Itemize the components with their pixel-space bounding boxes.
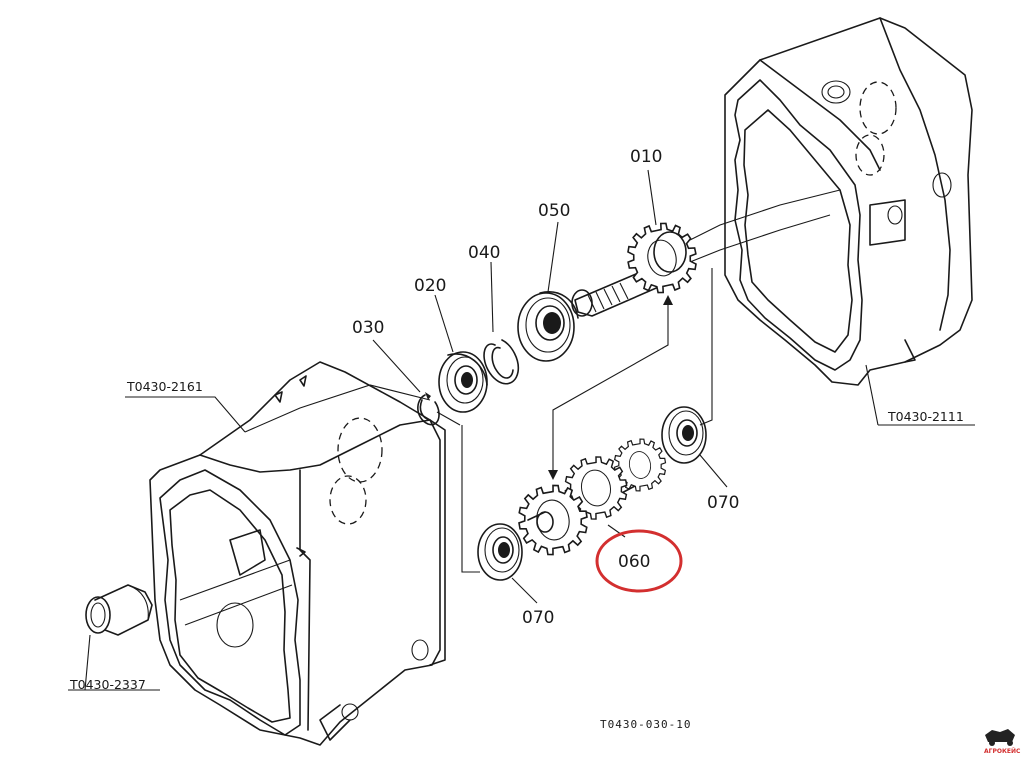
label-060: 060 xyxy=(618,552,650,572)
sleeve-part xyxy=(85,584,153,636)
bearing-050 xyxy=(517,291,579,362)
assembly-guide-lines xyxy=(436,268,713,573)
left-housing xyxy=(149,361,446,746)
label-050: 050 xyxy=(538,201,570,221)
label-040: 040 xyxy=(468,243,500,263)
bearing-070-right xyxy=(661,406,707,464)
label-070-right: 070 xyxy=(707,493,739,513)
bearing-020 xyxy=(438,351,488,413)
label-020: 020 xyxy=(414,276,446,296)
ref-left-housing: T0430-2161 xyxy=(126,379,203,394)
main-shaft-010 xyxy=(571,216,704,317)
watermark-logo: АГРОКЕЙС xyxy=(984,729,1021,755)
drawing-code: T0430-030-10 xyxy=(600,718,691,731)
label-070-bottom: 070 xyxy=(522,608,554,628)
snap-ring-040 xyxy=(483,339,520,385)
right-housing xyxy=(689,17,973,386)
leader-lines xyxy=(68,169,975,691)
circlip-030 xyxy=(417,392,440,426)
gear-cluster-060 xyxy=(512,434,671,561)
highlight-circle xyxy=(595,529,683,593)
ref-sleeve: T0430-2337 xyxy=(69,677,146,692)
label-010: 010 xyxy=(630,147,662,167)
label-030: 030 xyxy=(352,318,384,338)
watermark-text: АГРОКЕЙС xyxy=(984,747,1021,755)
ref-right-housing: T0430-2111 xyxy=(887,409,964,424)
bearing-070-bottom xyxy=(477,523,523,581)
